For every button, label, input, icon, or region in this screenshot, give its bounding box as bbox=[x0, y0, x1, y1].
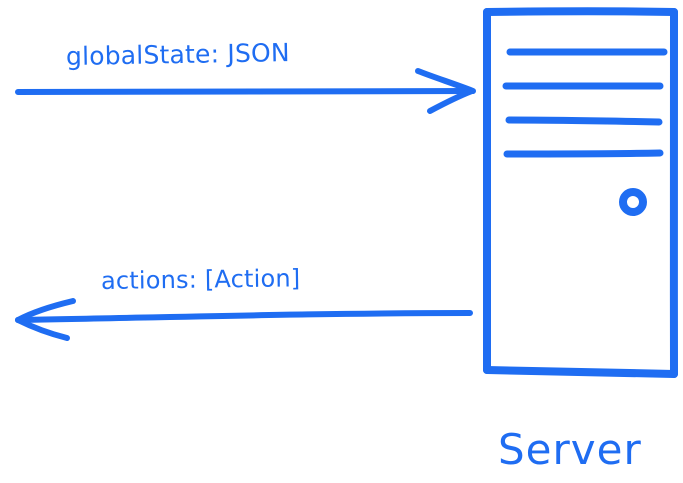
server-box-bottom-edge bbox=[483, 366, 678, 378]
arrow-global-state-head-upper bbox=[415, 68, 476, 94]
arrow-global-state bbox=[15, 68, 476, 114]
power-button-circle bbox=[619, 188, 647, 216]
server-box-left-edge bbox=[482, 8, 492, 374]
server-line-3 bbox=[505, 116, 663, 126]
arrow-actions-head-lower bbox=[15, 317, 70, 341]
edge-label-global-state: globalState: JSON bbox=[65, 38, 291, 71]
server-label: Server bbox=[498, 425, 642, 474]
arrow-global-state-head-lower bbox=[427, 88, 475, 114]
server-power-button bbox=[619, 188, 647, 216]
edge-label-actions: actions: [Action] bbox=[100, 264, 301, 295]
arrow-actions-head-upper bbox=[15, 298, 76, 323]
server-box-top-edge bbox=[483, 7, 678, 16]
arrow-global-state-line bbox=[15, 88, 475, 95]
server-line-4 bbox=[503, 149, 664, 158]
arrow-actions bbox=[15, 298, 473, 341]
arrow-actions-line bbox=[15, 310, 473, 323]
server-box bbox=[482, 7, 678, 378]
server-front-lines bbox=[502, 48, 668, 158]
